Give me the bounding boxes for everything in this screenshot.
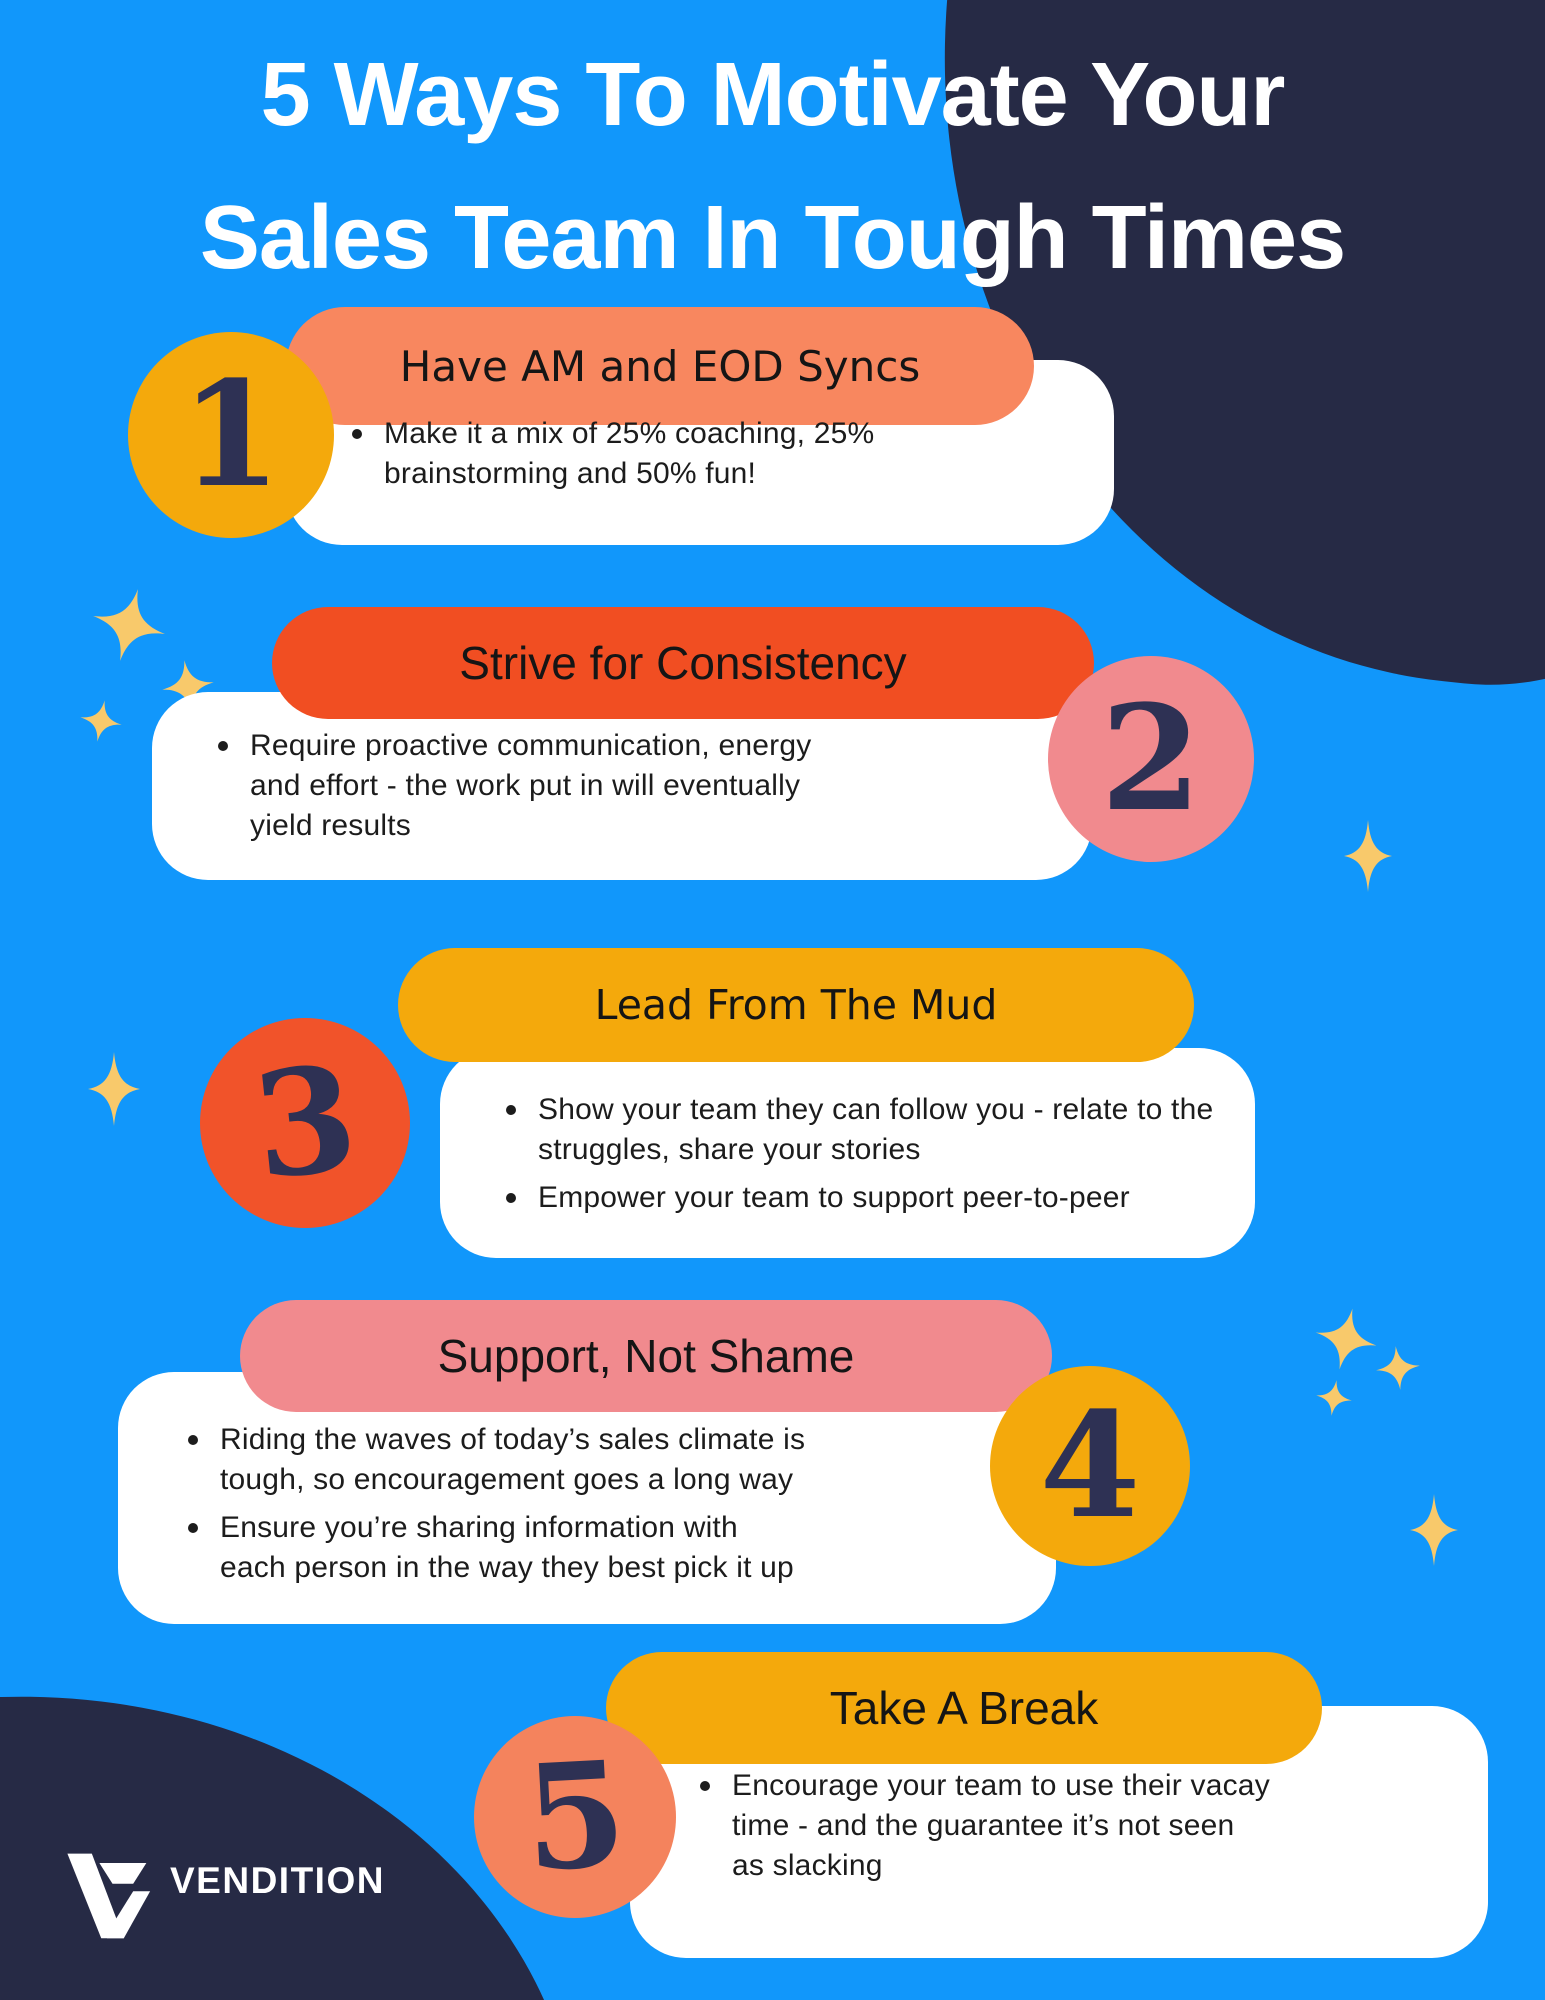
- bullet-dot: [188, 1523, 198, 1533]
- bullet-item: Show your team they can follow you - rel…: [506, 1090, 1251, 1170]
- bullet-item: Make it a mix of 25% coaching, 25% brain…: [352, 414, 1062, 494]
- section-3-header-pill: Lead From The Mud: [398, 948, 1194, 1062]
- brand-logo: VENDITION: [58, 1848, 385, 1942]
- sparkle-icon: [1308, 1302, 1383, 1376]
- bullet-item: Riding the waves of today’s sales climat…: [188, 1420, 1008, 1500]
- section-2-heading: Strive for Consistency: [459, 637, 907, 689]
- section-4-number: 4: [1039, 1380, 1141, 1551]
- section-5-header-pill: Take A Break: [606, 1652, 1322, 1764]
- section-5-bullet-list: Encourage your team to use their vacay t…: [700, 1766, 1460, 1886]
- bullet-dot: [506, 1105, 516, 1115]
- section-5-number-badge: 5: [474, 1716, 676, 1918]
- bullet-item: Require proactive communication, energy …: [218, 726, 1018, 846]
- bullet-item: Empower your team to support peer-to-pee…: [506, 1178, 1251, 1218]
- section-4-number-badge: 4: [990, 1366, 1190, 1566]
- bullet-text: Require proactive communication, energy …: [250, 729, 812, 842]
- section-2-number: 2: [1100, 673, 1202, 844]
- section-4-heading: Support, Not Shame: [437, 1330, 855, 1382]
- bullet-dot: [352, 429, 362, 439]
- section-4-header-pill: Support, Not Shame: [240, 1300, 1052, 1412]
- section-2-number-badge: 2: [1048, 656, 1254, 862]
- bullet-text: Riding the waves of today’s sales climat…: [220, 1423, 806, 1496]
- section-1-bullet-list: Make it a mix of 25% coaching, 25% brain…: [352, 414, 1062, 494]
- section-3-number-badge: 3: [200, 1018, 410, 1228]
- sparkle-icon: [1374, 1344, 1422, 1392]
- section-2-card: [152, 692, 1092, 880]
- section-4-card: [118, 1372, 1056, 1624]
- page-title-line2: Sales Team In Tough Times: [199, 188, 1346, 288]
- bullet-text: Make it a mix of 25% coaching, 25% brain…: [384, 417, 875, 490]
- section-3-heading: Lead From The Mud: [594, 981, 998, 1029]
- section-1-number: 1: [180, 349, 282, 520]
- sparkle-icon: [1344, 820, 1392, 892]
- sparkle-icon: [77, 697, 126, 746]
- section-3-bullet-list: Show your team they can follow you - rel…: [506, 1090, 1251, 1218]
- bullet-dot: [188, 1435, 198, 1445]
- page-title-line1: 5 Ways To Motivate Your: [260, 45, 1286, 145]
- bullet-text: Show your team they can follow you - rel…: [538, 1093, 1214, 1166]
- sparkle-icon: [159, 657, 218, 716]
- sparkle-icon: [1314, 1378, 1355, 1419]
- section-1-header-pill: Have AM and EOD Syncs: [286, 307, 1034, 425]
- sparkle-icon: [84, 580, 174, 670]
- section-3-number: 3: [245, 1032, 365, 1213]
- section-1-number-badge: 1: [128, 332, 334, 538]
- bullet-text: Empower your team to support peer-to-pee…: [538, 1181, 1130, 1214]
- bullet-text: Encourage your team to use their vacay t…: [732, 1769, 1270, 1882]
- bullet-item: Ensure you’re sharing information with e…: [188, 1508, 1008, 1588]
- section-1-heading: Have AM and EOD Syncs: [399, 341, 921, 391]
- section-5-number: 5: [520, 1728, 630, 1905]
- page-title: 5 Ways To Motivate Your Sales Team In To…: [0, 24, 1545, 310]
- bullet-dot: [218, 741, 228, 751]
- brand-name: VENDITION: [170, 1860, 385, 1901]
- bullet-dot: [700, 1781, 710, 1791]
- bullet-text: Ensure you’re sharing information with e…: [220, 1511, 794, 1584]
- bullet-item: Encourage your team to use their vacay t…: [700, 1766, 1460, 1886]
- bullet-dot: [506, 1193, 516, 1203]
- vendition-logo-icon: [67, 1853, 151, 1939]
- section-4-bullet-list: Riding the waves of today’s sales climat…: [188, 1420, 1008, 1588]
- section-5-heading: Take A Break: [829, 1682, 1099, 1734]
- sparkle-icon: [88, 1052, 140, 1126]
- section-3-card: [440, 1048, 1255, 1258]
- sparkle-icon: [1410, 1494, 1458, 1566]
- section-2-header-pill: Strive for Consistency: [272, 607, 1094, 719]
- section-2-bullet-list: Require proactive communication, energy …: [218, 726, 1018, 846]
